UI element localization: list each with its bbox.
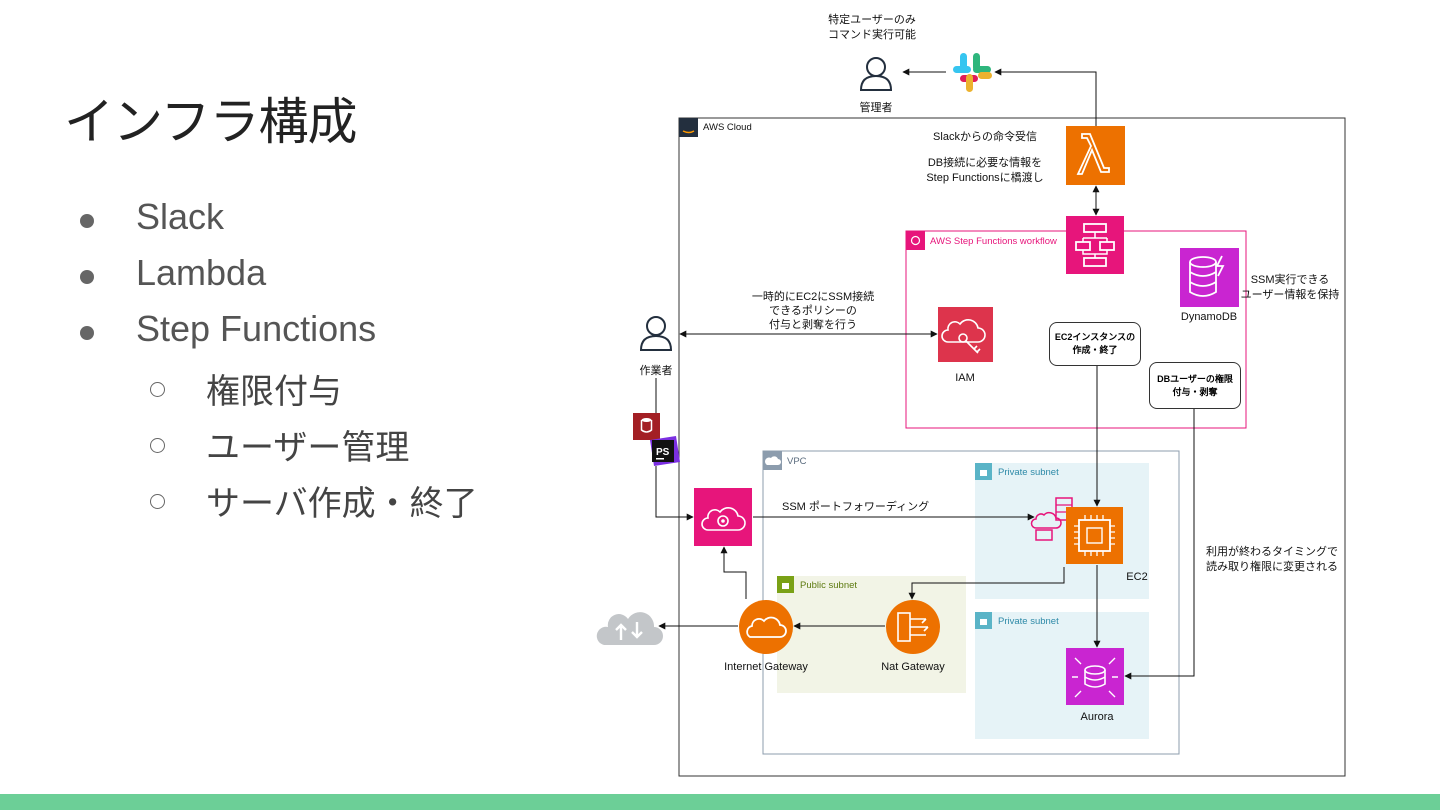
dynamodb-note-line: ユーザー情報を保持 [1240, 289, 1340, 301]
ec2-lifecycle-note: EC2インスタンスの作成・終了 [1049, 322, 1141, 366]
footer-bar [0, 794, 1440, 810]
db-permission-note: DBユーザーの権限付与・剥奪 [1149, 362, 1241, 409]
internet-gateway-label: Internet Gateway [724, 661, 808, 673]
step-functions-icon [1066, 216, 1124, 274]
sub-bullet-text: 権限付与 [206, 373, 342, 411]
slack-logo-icon [953, 53, 992, 92]
nat-gateway-icon [886, 600, 940, 654]
aurora-note-line: 利用が終わるタイミングで [1206, 546, 1338, 558]
lambda-note-line: Step Functionsに橋渡し [926, 172, 1044, 184]
dynamodb-label: DynamoDB [1180, 311, 1238, 323]
private-subnet-label: Private subnet [998, 616, 1059, 627]
aws-logo-icon [679, 118, 698, 137]
worker-label: 作業者 [639, 365, 673, 377]
aurora-label: Aurora [1080, 711, 1114, 723]
ec2-note-line: EC2インスタンスの [1054, 332, 1136, 343]
ec2-icon [1066, 507, 1123, 564]
public-subnet-label: Public subnet [800, 580, 858, 591]
internet-cloud-icon [596, 612, 663, 645]
lambda-icon [1066, 126, 1125, 185]
iam-note-line: できるポリシーの [769, 305, 857, 317]
connector-lines [655, 68, 1195, 680]
bullet-dot-icon [80, 270, 94, 284]
iam-note-line: 付与と剥奪を行う [769, 319, 857, 331]
bullet-circle-icon [150, 438, 165, 453]
bullet-text: Slack [136, 196, 225, 237]
slide-title: インフラ構成 [64, 93, 357, 151]
iam-icon [938, 307, 993, 362]
aurora-note: 利用が終わるタイミングで 読み取り権限に変更される [1206, 545, 1338, 575]
bullet-text: Step Functions [136, 308, 377, 349]
vpc-label: VPC [787, 456, 807, 467]
admin-note: 特定ユーザーのみ コマンド実行可能 [828, 13, 916, 43]
aws-cloud-label: AWS Cloud [703, 122, 752, 133]
dynamodb-icon [1180, 248, 1239, 307]
ec2-label: EC2 [1126, 571, 1148, 583]
stepfn-workflow-label: AWS Step Functions workflow [930, 236, 1057, 247]
admin-note-line: コマンド実行可能 [828, 29, 916, 41]
lambda-note-receive: Slackからの命令受信 [933, 131, 1037, 143]
db-note-line: DBユーザーの権限 [1157, 373, 1233, 384]
worker-person-icon [639, 316, 673, 351]
sub-bullet-text: サーバ作成・終了 [206, 485, 478, 523]
db-note-line: 付与・剥奪 [1172, 386, 1218, 397]
nat-gateway-label: Nat Gateway [881, 661, 945, 673]
admin-person-icon [859, 57, 893, 91]
database-tool-icon [633, 413, 660, 440]
ps-text: PS [656, 447, 670, 458]
aurora-icon [1066, 648, 1124, 705]
bullet-text: Lambda [136, 252, 267, 293]
iam-note-line: 一時的にEC2にSSM接続 [751, 291, 875, 303]
lambda-note-bridge: DB接続に必要な情報を Step Functionsに橋渡し [926, 156, 1043, 186]
admin-note-line: 特定ユーザーのみ [828, 14, 916, 26]
dynamodb-note-line: SSM実行できる [1250, 274, 1330, 286]
bullet-circle-icon [150, 382, 165, 397]
ssm-port-forwarding-label: SSM ポートフォワーディング [782, 501, 930, 513]
stepfn-workflow-icon [906, 231, 925, 250]
internet-gateway-icon [739, 600, 793, 654]
admin-label: 管理者 [859, 102, 893, 114]
ec2-note-line: 作成・終了 [1072, 345, 1118, 355]
iam-note: 一時的にEC2にSSM接続 できるポリシーの 付与と剥奪を行う [752, 290, 874, 332]
bullet-dot-icon [80, 326, 94, 340]
aurora-note-line: 読み取り権限に変更される [1206, 561, 1338, 573]
systems-manager-icon [694, 488, 752, 546]
ps-tool-icon: PS [650, 436, 680, 466]
bullet-circle-icon [150, 494, 165, 509]
sub-bullet-text: ユーザー管理 [206, 429, 410, 467]
lambda-note-line: DB接続に必要な情報を [927, 157, 1043, 169]
dynamodb-note: SSM実行できる ユーザー情報を保持 [1241, 273, 1340, 303]
iam-label: IAM [955, 372, 975, 384]
aws-cloud-group [678, 117, 1346, 777]
private-subnet-label: Private subnet [998, 467, 1059, 478]
bullet-dot-icon [80, 214, 94, 228]
